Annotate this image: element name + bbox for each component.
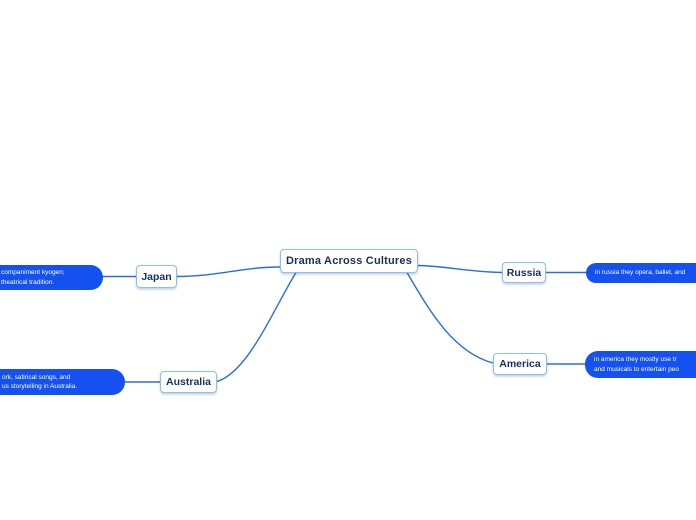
- note-line: in russia they opera, ballet, and: [595, 269, 686, 277]
- connector-root-america: [406, 272, 494, 364]
- note-america[interactable]: in america they mostly use tr and musica…: [585, 351, 696, 378]
- note-line: us storytelling in Australia.: [2, 383, 78, 390]
- note-australia[interactable]: ork, satirical songs, and us storytellin…: [0, 369, 125, 395]
- note-line: theatrical tradition.: [1, 278, 55, 286]
- note-line: and musicals to entertain peo: [594, 365, 679, 373]
- connector-root-australia: [216, 272, 297, 383]
- node-russia[interactable]: Russia: [502, 262, 546, 283]
- node-label: Russia: [506, 266, 542, 279]
- root-node-drama-across-cultures[interactable]: Drama Across Cultures: [280, 249, 418, 273]
- note-japan[interactable]: companiment kyogen; theatrical tradition…: [0, 265, 103, 290]
- node-america[interactable]: America: [493, 353, 547, 375]
- node-label: Japan: [141, 270, 172, 283]
- connector-root-russia: [417, 264, 503, 274]
- node-australia[interactable]: Australia: [160, 371, 217, 393]
- note-line: companiment kyogen;: [1, 269, 65, 276]
- node-label: Australia: [166, 376, 211, 388]
- note-line: ork, satirical songs, and: [2, 373, 71, 381]
- connector-japan-root: [176, 266, 281, 278]
- node-japan[interactable]: Japan: [136, 265, 177, 288]
- note-line: in america they mostly use tr: [594, 356, 677, 363]
- node-label: America: [499, 358, 541, 370]
- root-node-label: Drama Across Cultures: [285, 255, 413, 267]
- note-russia[interactable]: in russia they opera, ballet, and: [586, 263, 696, 283]
